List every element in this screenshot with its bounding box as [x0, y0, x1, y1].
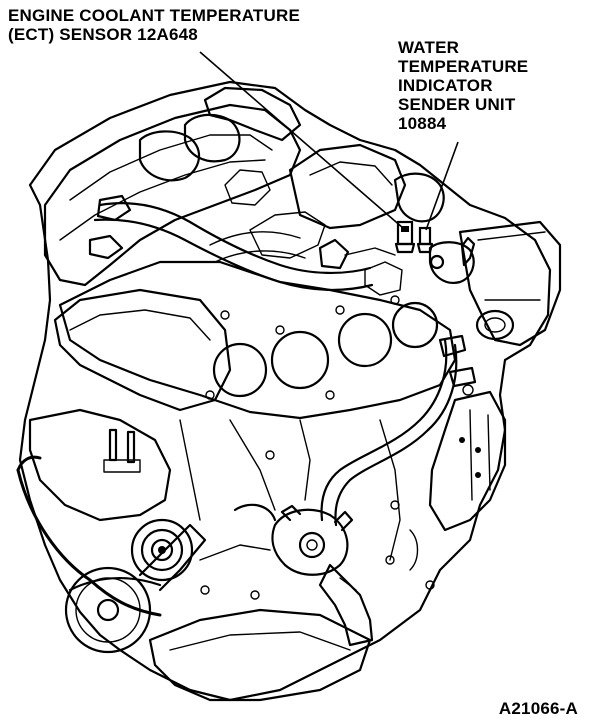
ect-callout-line-1: ENGINE COOLANT TEMPERATURE [8, 6, 301, 25]
sender-callout-line-2: TEMPERATURE [398, 57, 529, 76]
intake-manifold-lower [428, 390, 507, 532]
figure-id: A21066-A [498, 699, 578, 718]
lower-water-inlet [199, 503, 374, 647]
leader-lines [199, 51, 459, 231]
hoses-and-wiring [88, 194, 403, 296]
water-outlet-housing [428, 220, 562, 347]
timing-cover [28, 288, 232, 522]
ect-sensor-callout: ENGINE COOLANT TEMPERATURE (ECT) SENSOR … [8, 6, 300, 44]
ect-callout-line-2: (ECT) SENSOR 12A648 [8, 25, 198, 44]
oil-pan [148, 555, 435, 702]
intake-runners [203, 86, 445, 259]
cylinder-head [58, 260, 457, 420]
sender-leader-line [425, 141, 459, 231]
block-details [179, 419, 419, 571]
accessory-drive [16, 455, 207, 654]
sender-callout-line-5: 10884 [398, 114, 447, 133]
ect-sensor [394, 220, 416, 254]
water-temp-sender-callout: WATER TEMPERATURE INDICATOR SENDER UNIT … [398, 38, 528, 133]
sender-callout-line-3: INDICATOR [398, 76, 493, 95]
sender-callout-line-4: SENDER UNIT [398, 95, 516, 114]
sender-callout-line-1: WATER [398, 38, 460, 57]
ect-leader-line [199, 51, 404, 229]
